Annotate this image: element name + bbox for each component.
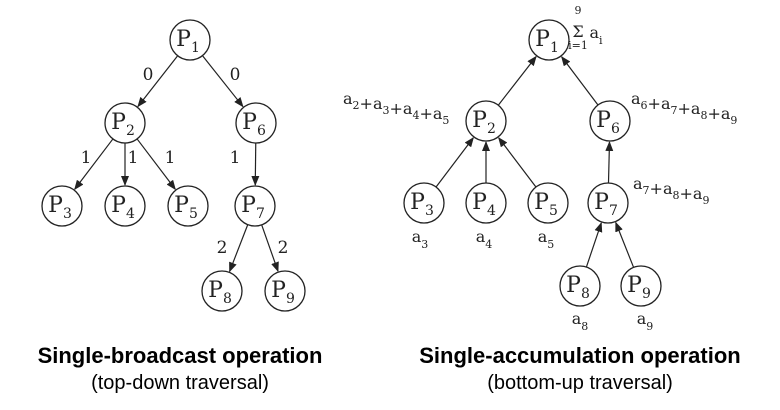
accumulation-node-label-p5: P5 <box>534 190 558 219</box>
accumulation-node-p7 <box>587 182 629 224</box>
leaf-value-p5: a5 <box>538 227 555 251</box>
accumulation-edge-p3-p2 <box>435 136 474 188</box>
root-sum-term: ai <box>589 23 603 47</box>
broadcast-node-p1 <box>169 19 211 61</box>
broadcast-edge-p2-p3 <box>74 138 114 191</box>
sigma-symbol: Σ <box>572 22 583 41</box>
broadcast-edge-p7-p9 <box>261 224 279 273</box>
p6-partial-sum: a6+a7+a8+a9 <box>631 89 737 127</box>
broadcast-node-p4 <box>104 185 146 227</box>
leaf-value-p8: a8 <box>572 309 589 333</box>
accumulation-node-label-p7: P7 <box>594 190 618 219</box>
leaf-value-p9: a9 <box>637 309 654 333</box>
accumulation-node-p6 <box>589 100 631 142</box>
accumulation-node-label-p6: P6 <box>596 108 620 137</box>
broadcast-subtitle: (top-down traversal) <box>91 372 269 394</box>
broadcast-node-p8 <box>201 270 243 312</box>
accumulation-node-label-p2: P2 <box>472 108 496 137</box>
accumulation-node-label-p1: P1 <box>535 27 559 56</box>
accumulation-node-label-p4: P4 <box>472 190 496 219</box>
broadcast-edge-label: 0 <box>230 65 241 85</box>
accumulation-edge-p7-p6 <box>605 140 614 184</box>
broadcast-node-label-p9: P9 <box>271 278 295 307</box>
accumulation-node-p4 <box>465 182 507 224</box>
broadcast-title: Single-broadcast operation <box>37 343 323 368</box>
p7-partial-sum: a7+a8+a9 <box>633 174 709 207</box>
sum-upper-limit: 9 <box>575 4 582 17</box>
broadcast-node-p3 <box>41 185 83 227</box>
accumulation-node-p9 <box>620 265 662 307</box>
broadcast-node-label-p3: P3 <box>48 193 72 222</box>
broadcast-node-p6 <box>235 102 277 144</box>
leaf-value-p4: a4 <box>476 227 493 251</box>
broadcast-edge-label: 1 <box>230 148 241 168</box>
broadcast-node-p5 <box>167 185 209 227</box>
broadcast-caption: Single-broadcast operation (top-down tra… <box>0 342 360 396</box>
accumulation-title: Single-accumulation operation <box>419 343 741 368</box>
broadcast-edge-p1-p6 <box>201 55 244 108</box>
broadcast-node-label-p7: P7 <box>241 193 265 222</box>
broadcast-node-p2 <box>104 102 146 144</box>
broadcast-edge-label: 1 <box>128 148 139 168</box>
p2-partial-sum: a2+a3+a4+a5 <box>343 89 449 127</box>
accumulation-node-p2 <box>465 100 507 142</box>
accumulation-node-p3 <box>403 182 445 224</box>
accumulation-caption: Single-accumulation operation (bottom-up… <box>400 342 760 396</box>
accumulation-edge-p2-p1 <box>497 55 537 106</box>
broadcast-node-label-p8: P8 <box>208 278 232 307</box>
broadcast-node-p7 <box>234 185 276 227</box>
broadcast-edge-label: 2 <box>217 238 228 258</box>
broadcast-edge-label: 2 <box>278 238 289 258</box>
accumulation-edge-p9-p7 <box>615 221 635 268</box>
broadcast-node-label-p6: P6 <box>242 110 266 139</box>
broadcast-edge-p1-p2 <box>137 55 179 108</box>
broadcast-edge-p6-p7 <box>251 142 260 187</box>
sum-lower-limit: i=1 <box>568 39 588 52</box>
broadcast-node-label-p2: P2 <box>111 110 135 139</box>
leaf-value-p3: a3 <box>412 227 429 251</box>
broadcast-edge-label: 0 <box>143 65 154 85</box>
broadcast-node-label-p4: P4 <box>111 193 135 222</box>
broadcast-node-label-p1: P1 <box>176 27 200 56</box>
accumulation-node-label-p8: P8 <box>566 273 590 302</box>
accumulation-node-p1 <box>528 19 570 61</box>
broadcast-node-label-p5: P5 <box>174 193 198 222</box>
accumulation-edge-p5-p2 <box>498 136 537 188</box>
accumulation-node-label-p3: P3 <box>410 190 434 219</box>
accumulation-node-p5 <box>527 182 569 224</box>
broadcast-edge-p2-p5 <box>136 138 176 191</box>
broadcast-node-p9 <box>264 270 306 312</box>
accumulation-edge-p8-p7 <box>585 221 603 268</box>
broadcast-edge-label: 1 <box>81 148 92 168</box>
broadcast-edge-p7-p8 <box>229 224 249 273</box>
accumulation-edge-p6-p1 <box>561 55 599 106</box>
accumulation-node-p8 <box>559 265 601 307</box>
accumulation-node-label-p9: P9 <box>627 273 651 302</box>
accumulation-subtitle: (bottom-up traversal) <box>487 372 673 394</box>
broadcast-edge-label: 1 <box>165 148 176 168</box>
